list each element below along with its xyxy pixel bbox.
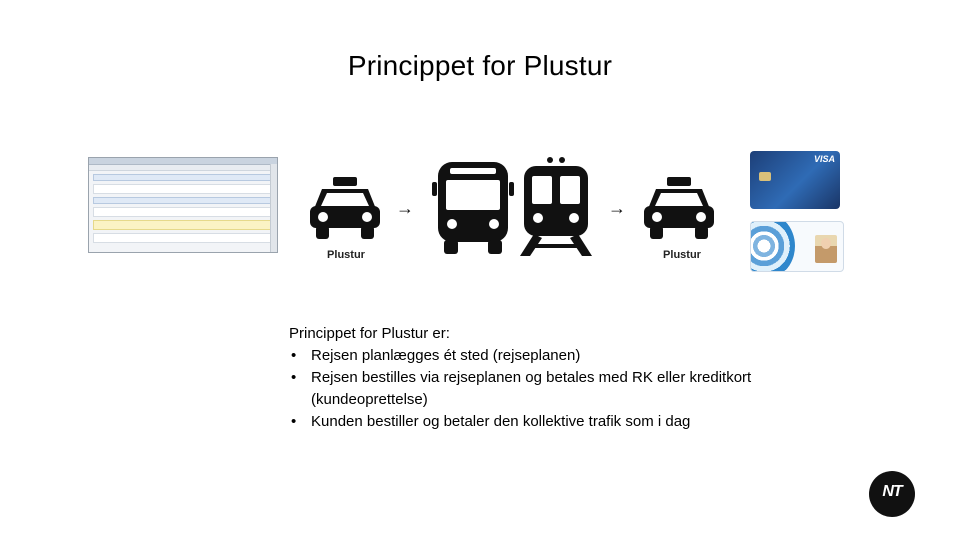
train-icon (520, 157, 592, 256)
cardholder-photo (815, 235, 837, 263)
screenshot-row (93, 174, 273, 181)
screenshot-row (93, 207, 273, 217)
bullet-item: • Rejsen bestilles via rejseplanen og bet… (289, 367, 759, 411)
taxi-icon (310, 177, 380, 239)
rejsekort-card-image (750, 221, 844, 272)
screenshot-row (93, 197, 273, 204)
visa-logo: VISA (813, 154, 835, 164)
screenshot-toolbar (89, 165, 277, 171)
plustur-label-left: Plustur (327, 249, 365, 261)
bullet-text: Rejsen planlægges ét sted (rejseplanen) (311, 347, 581, 364)
bullet-text: Rejsen bestilles via rejseplanen og beta… (311, 369, 752, 408)
cardholder-face (821, 238, 831, 249)
screenshot-scrollbar (270, 164, 277, 252)
card-chip-icon (759, 172, 771, 181)
bullet-list: • Rejsen planlægges ét sted (rejseplanen)… (289, 345, 759, 433)
rejsekort-rings-graphic (751, 222, 795, 271)
nt-logo: NT (869, 471, 915, 517)
bullet-item: • Rejsen planlægges ét sted (rejseplanen) (289, 345, 759, 367)
bullet-icon: • (291, 347, 297, 364)
screenshot-row (93, 184, 273, 194)
body-text: Princippet for Plustur er: • Rejsen planl… (289, 323, 759, 433)
screenshot-row (93, 220, 273, 230)
bullet-text: Kunden bestiller og betaler den kollekti… (311, 413, 691, 430)
taxi-icon (644, 177, 714, 239)
nt-logo-text: NT (882, 483, 902, 500)
journey-planner-screenshot (88, 157, 278, 253)
bullet-icon: • (291, 413, 297, 430)
arrow-icon: → (608, 198, 626, 218)
arrow-icon: → (396, 198, 414, 218)
credit-card-image: VISA (750, 151, 840, 209)
body-heading: Princippet for Plustur er: (289, 325, 450, 342)
slide-title: Princippet for Plustur (347, 50, 613, 81)
plustur-label-right: Plustur (663, 249, 701, 261)
bus-icon (432, 162, 514, 254)
screenshot-titlebar (89, 158, 277, 165)
bullet-icon: • (291, 369, 297, 386)
bullet-item: • Kunden bestiller og betaler den kollekt… (289, 411, 759, 433)
screenshot-row (93, 233, 273, 243)
